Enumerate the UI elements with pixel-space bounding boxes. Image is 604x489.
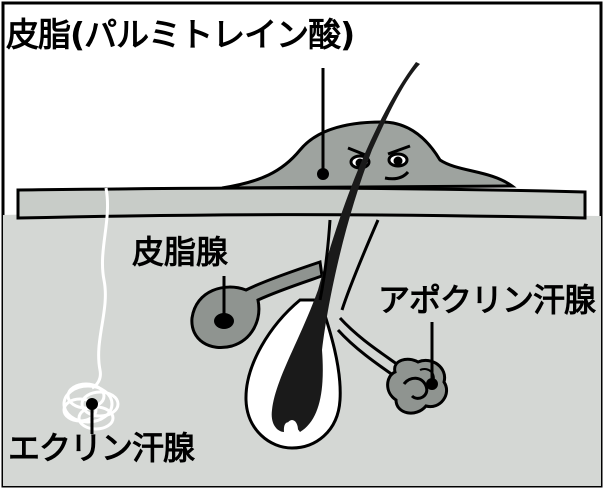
hair-papilla [286, 420, 298, 440]
sebaceous-gland-label: 皮脂腺 [132, 233, 229, 271]
hair-shaft [271, 62, 420, 432]
eccrine-duct [91, 187, 110, 390]
sebum-pointer-dot [317, 168, 329, 180]
apocrine-coil-icon [386, 357, 449, 415]
epidermis-band [16, 186, 587, 220]
sebum-title-label: 皮脂(パルミトレイン酸) [6, 15, 355, 54]
eccrine-gland-label: エクリン汗腺 [8, 429, 195, 467]
apocrine-gland-label: アポクリン汗腺 [378, 281, 596, 319]
